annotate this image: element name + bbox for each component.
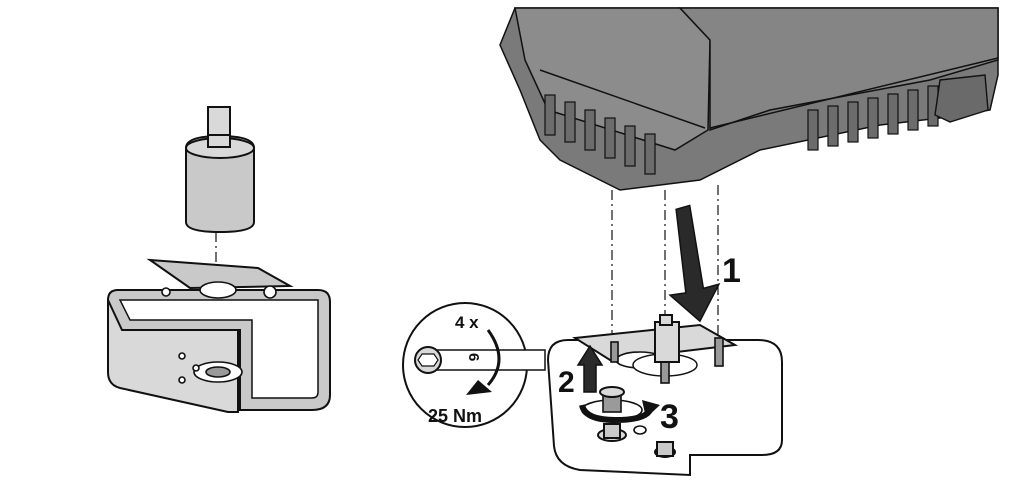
motor-unit bbox=[499, 7, 999, 191]
callout-quantity: 4 x bbox=[455, 313, 479, 332]
step2-label: 2 bbox=[558, 366, 575, 399]
hex-key-icon bbox=[417, 353, 439, 367]
callout-torque: 25 Nm bbox=[428, 406, 482, 426]
shaft-coupling bbox=[185, 106, 255, 265]
right-bracket bbox=[546, 314, 783, 477]
step3-rotation-arrow bbox=[579, 400, 660, 424]
left-assembly bbox=[107, 106, 331, 413]
torque-callout bbox=[402, 302, 546, 428]
callout-hex-size: 6 bbox=[465, 353, 482, 361]
cooling-fins-right bbox=[807, 85, 939, 151]
bolt bbox=[714, 337, 724, 367]
left-bracket bbox=[107, 258, 331, 413]
cooling-fins-left bbox=[544, 94, 656, 175]
step2-arrow bbox=[576, 344, 604, 393]
bolt bbox=[610, 341, 619, 363]
step1-arrow bbox=[668, 204, 721, 323]
step3-label: 3 bbox=[660, 398, 679, 436]
alignment-lines bbox=[611, 185, 719, 345]
step1-label: 1 bbox=[722, 252, 741, 290]
